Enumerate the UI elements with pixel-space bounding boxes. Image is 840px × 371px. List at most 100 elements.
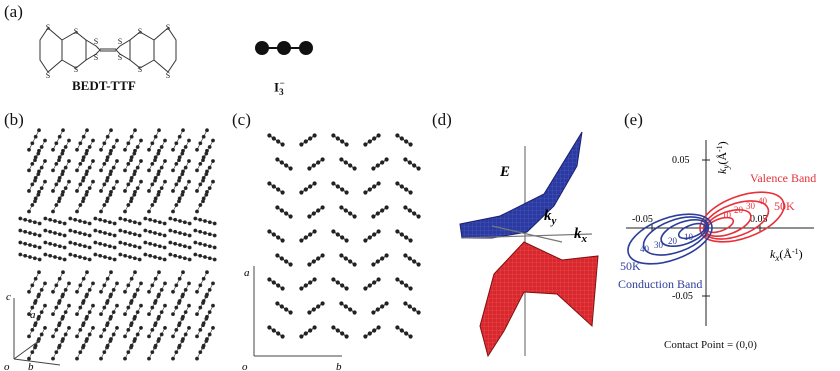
molecule-stick	[269, 279, 283, 289]
atom-dot	[78, 305, 83, 310]
atom-dot	[111, 332, 116, 337]
panel-label-b: (b)	[4, 110, 24, 129]
atom-dot	[32, 256, 37, 261]
molecule-stick	[76, 191, 88, 212]
molecule-stick	[301, 279, 315, 289]
molecule-stick	[196, 294, 208, 315]
atom-dot	[63, 145, 68, 149]
molecule-name: BEDT-TTF	[72, 78, 136, 93]
atom-dot	[68, 228, 73, 233]
molecule-stick	[28, 294, 40, 315]
atom-dot	[48, 253, 53, 258]
atom-dot	[143, 216, 148, 221]
atom-dot	[82, 220, 87, 225]
atom-dot	[133, 128, 137, 133]
atom-dot	[384, 157, 389, 162]
atom-dot	[271, 232, 276, 237]
atom-dot	[178, 219, 182, 223]
atom-dot	[111, 287, 116, 292]
atom-dot	[157, 256, 162, 261]
molecule-stick	[52, 316, 64, 337]
atom-dot	[311, 211, 316, 216]
atom-dot	[352, 310, 357, 315]
atom-dot	[207, 244, 212, 249]
axis-kx: kx	[574, 226, 588, 245]
atom-dot	[173, 241, 178, 246]
atom-dot	[68, 240, 73, 245]
atom-dot	[57, 220, 62, 225]
molecule-stick	[397, 231, 411, 241]
atom-dot	[163, 303, 167, 308]
atom-dot	[153, 219, 157, 223]
atom-dot	[43, 240, 48, 245]
atom-dot	[126, 141, 131, 146]
atom-dot	[177, 321, 182, 326]
atom-dot	[27, 312, 31, 316]
atom-dot	[182, 256, 187, 261]
atom-dot	[343, 160, 348, 165]
atom-dot	[203, 255, 207, 259]
atom-dot	[157, 270, 161, 275]
s-atom-11: S	[166, 23, 170, 32]
atom-dot	[126, 283, 131, 288]
atom-dot	[57, 244, 62, 249]
atom-dot	[18, 216, 23, 221]
atom-dot	[174, 327, 179, 332]
atom-dot	[371, 310, 376, 315]
atom-dot	[181, 128, 185, 133]
atom-dot	[118, 252, 123, 257]
atom-dot	[129, 155, 134, 160]
axis-c-b: c	[6, 291, 11, 303]
atom-dot	[147, 289, 151, 294]
atom-dot	[195, 289, 199, 294]
atom-dot	[193, 252, 198, 257]
atom-dot	[87, 257, 92, 262]
atom-dot	[174, 141, 179, 146]
atom-dot	[162, 257, 167, 262]
atom-dot	[168, 216, 173, 221]
atom-dot	[403, 301, 408, 306]
atom-dot	[54, 327, 59, 332]
atom-dot	[27, 356, 31, 361]
atom-dot	[103, 243, 107, 247]
atom-dot	[375, 211, 380, 216]
atom-dot	[335, 328, 340, 333]
atom-dot	[98, 241, 103, 246]
atom-dot	[85, 169, 89, 174]
valence-surface	[459, 131, 583, 239]
molecule-stick	[309, 207, 323, 217]
atom-dot	[153, 175, 158, 180]
molecule-stick	[196, 130, 208, 150]
molecule-stick	[124, 272, 136, 292]
atom-dot	[340, 283, 345, 288]
atom-dot	[139, 138, 143, 143]
atom-dot	[267, 277, 272, 282]
atom-dot	[163, 179, 167, 184]
atom-dot	[288, 310, 293, 315]
atom-dot	[23, 229, 28, 234]
atom-dot	[299, 142, 304, 147]
atom-dot	[63, 186, 68, 191]
atom-dot	[363, 334, 368, 339]
atom-dot	[308, 280, 313, 285]
valence-band-label: Valence Band	[750, 171, 816, 185]
atom-dot	[99, 147, 103, 152]
atom-dot	[139, 159, 143, 163]
molecule-stick	[309, 303, 323, 313]
atom-dot	[53, 243, 57, 247]
atom-dot	[177, 276, 182, 281]
atom-dot	[128, 231, 132, 235]
atom-dot	[37, 221, 42, 226]
atom-dot	[174, 350, 179, 355]
atom-dot	[198, 283, 203, 288]
atom-dot	[147, 209, 151, 214]
atom-dot	[212, 221, 217, 226]
atom-dot	[162, 221, 167, 226]
atom-dot	[198, 229, 203, 234]
molecule-stick	[124, 191, 136, 212]
atom-dot	[335, 136, 340, 141]
atom-dot	[87, 145, 92, 149]
atom-dot	[195, 334, 199, 339]
atom-dot	[43, 326, 47, 330]
atom-dot	[81, 343, 86, 348]
